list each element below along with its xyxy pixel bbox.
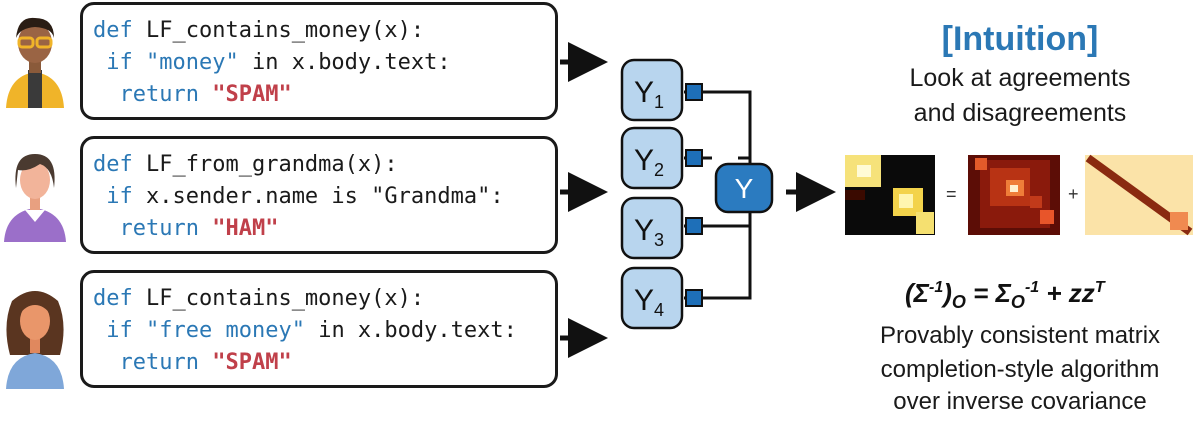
node-y1 [620,58,684,122]
factor-square-3 [685,217,703,235]
node-y-output-label: Y [735,173,754,204]
person-glasses-icon [6,17,64,108]
plus-sign: + [1068,184,1079,204]
node-y1-label: Y1 [634,76,664,112]
factor-square-2 [685,149,703,167]
matrix-heatmap-3 [1085,154,1193,236]
matrix-heatmap-2 [968,155,1060,235]
node-y2 [620,126,684,190]
labeling-function-box-1: def LF_contains_money(x): if "money" in … [80,2,558,120]
node-y2-label: Y2 [634,144,664,180]
factor-square-1 [685,83,703,101]
node-y3 [620,196,684,260]
person-short-hair-icon [4,154,66,242]
factor-square-4 [685,289,703,307]
labeling-function-box-2: def LF_from_grandma(x): if x.sender.name… [80,136,558,254]
node-y4 [620,266,684,330]
code-block-2: def LF_from_grandma(x): if x.sender.name… [93,152,504,241]
description-line-1: Provably consistent matrix [879,322,1161,349]
description-line-2: completion-style algorithm [880,356,1160,383]
node-y4-label: Y4 [634,284,664,320]
intuition-heading: [Intuition] [941,20,1099,58]
code-block-1: def LF_contains_money(x): if "money" in … [93,18,451,107]
labeling-function-box-3: def LF_contains_money(x): if "free money… [80,270,558,388]
description-line-3: over inverse covariance [893,388,1147,415]
equals-sign: = [946,184,957,204]
intuition-line-2: and disagreements [913,99,1127,127]
matrix-heatmap-1 [845,155,935,235]
node-y-output [714,162,774,214]
node-y3-label: Y3 [634,214,664,250]
person-long-hair-icon [6,291,64,389]
intuition-line-1: Look at agreements [909,64,1131,92]
code-block-3: def LF_contains_money(x): if "free money… [93,286,517,375]
formula: (Σ-1)O = ΣO-1 + zzT [905,278,1106,312]
